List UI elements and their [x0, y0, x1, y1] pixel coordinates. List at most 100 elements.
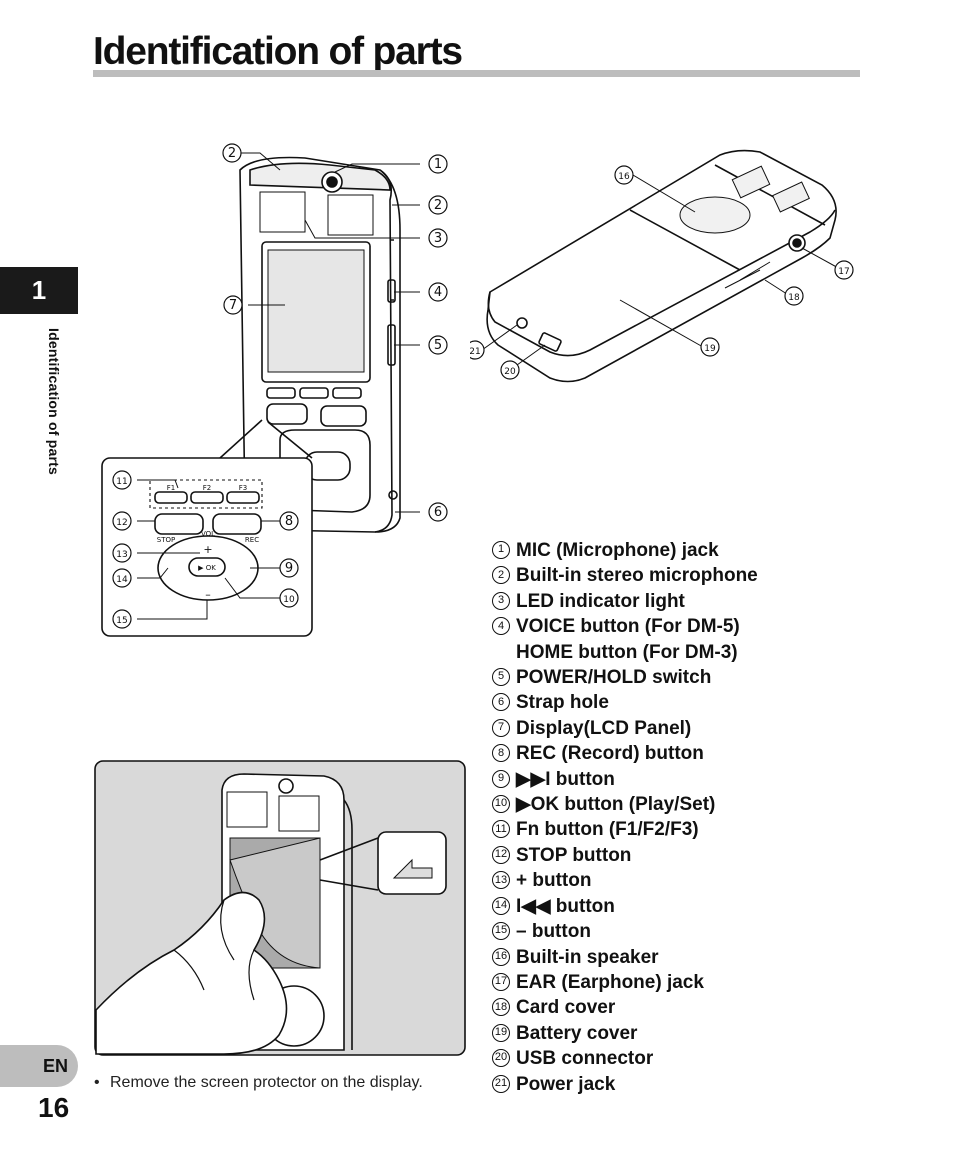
legend-desc: button — [567, 844, 632, 866]
callout-20: 20 — [504, 367, 516, 377]
legend-item: 13 + button — [492, 868, 932, 893]
legend-desc: Battery cover — [516, 1022, 638, 1044]
legend-number: 10 — [492, 795, 510, 814]
legend-number: 3 — [492, 591, 510, 610]
legend-item: 6 Strap hole — [492, 690, 932, 715]
callout-12: 12 — [116, 518, 127, 528]
callout-15: 15 — [116, 616, 127, 626]
legend-keyword: Fn — [516, 819, 540, 841]
legend-item: 18 Card cover — [492, 995, 932, 1020]
legend-desc: Strap hole — [516, 692, 609, 714]
legend-item: 8 REC (Record) button — [492, 741, 932, 766]
legend-desc: button — [550, 895, 615, 917]
legend-keyword: POWER/HOLD — [516, 667, 647, 689]
label-plus: + — [203, 543, 212, 556]
legend-item: 2 Built-in stereo microphone — [492, 563, 932, 588]
label-f2: F2 — [203, 484, 211, 492]
legend-desc: – button — [516, 921, 591, 943]
parts-legend: 1 MIC (Microphone) jack 2 Built-in stere… — [492, 538, 932, 1097]
legend-item: 14 I◀◀ button — [492, 894, 932, 919]
legend-desc: Display(LCD Panel) — [516, 717, 692, 739]
legend-number: 12 — [492, 845, 510, 864]
legend-item: 5 POWER/HOLD switch — [492, 665, 932, 690]
legend-keyword: REC — [516, 743, 557, 765]
legend-number: 1 — [492, 541, 510, 559]
label-minus: – — [205, 588, 211, 601]
legend-desc: (Earphone) jack — [556, 971, 704, 993]
callout-16: 16 — [618, 172, 630, 182]
callout-2b: 2 — [434, 198, 442, 213]
callout-4: 4 — [434, 285, 442, 300]
legend-keyword: STOP — [516, 844, 568, 866]
legend-number: 16 — [492, 947, 510, 966]
legend-number: 9 — [492, 769, 510, 788]
legend-number: 20 — [492, 1049, 510, 1068]
callout-9: 9 — [285, 561, 293, 576]
callout-3: 3 — [434, 231, 442, 246]
label-f1: F1 — [167, 484, 175, 492]
legend-keyword: HOME — [516, 641, 573, 663]
legend-number: 11 — [492, 820, 510, 839]
legend-number: 15 — [492, 922, 510, 941]
front-view-figure: 2 1 2 3 4 5 6 7 11 12 13 14 15 8 9 10 F1… — [101, 143, 448, 637]
legend-number: 8 — [492, 744, 510, 763]
legend-number: 19 — [492, 1023, 510, 1042]
legend-keyword: VOICE — [516, 616, 576, 638]
legend-desc: Power jack — [516, 1073, 616, 1095]
legend-item: 9 ▶▶I button — [492, 767, 932, 792]
callout-7: 7 — [229, 298, 237, 313]
legend-item: 17 EAR (Earphone) jack — [492, 970, 932, 995]
legend-number: 21 — [492, 1074, 510, 1093]
legend-item: 3 LED indicator light — [492, 589, 932, 614]
legend-item: 1 MIC (Microphone) jack — [492, 538, 932, 563]
legend-desc: (Record) button — [556, 743, 704, 765]
language-tab: EN — [0, 1045, 78, 1087]
legend-number: 2 — [492, 566, 510, 585]
legend-item: 4 VOICE button (For DM-5) HOME button (F… — [492, 614, 932, 665]
legend-item: 7 Display(LCD Panel) — [492, 716, 932, 741]
callout-21: 21 — [470, 347, 481, 357]
callout-11: 11 — [116, 477, 127, 487]
legend-keyword: MIC — [516, 540, 551, 561]
label-f3: F3 — [239, 484, 247, 492]
legend-item: 16 Built-in speaker — [492, 945, 932, 970]
chapter-tab: 1 — [0, 267, 78, 314]
callout-18: 18 — [788, 293, 800, 303]
legend-desc: Built-in speaker — [516, 946, 659, 968]
legend-number: 7 — [492, 718, 510, 737]
legend-item: 19 Battery cover — [492, 1021, 932, 1046]
legend-desc: Built-in stereo microphone — [516, 565, 758, 587]
legend-desc: button (For DM-5) — [575, 616, 740, 638]
callout-8: 8 — [285, 514, 293, 529]
legend-number: 6 — [492, 693, 510, 712]
caption-bullet: • — [94, 1074, 100, 1091]
legend-desc: USB connector — [516, 1048, 654, 1070]
label-rec: REC — [245, 536, 259, 544]
legend-number: 5 — [492, 668, 510, 687]
callout-5: 5 — [434, 338, 442, 353]
legend-desc: + button — [516, 870, 592, 892]
legend-desc: button — [550, 768, 615, 790]
legend-number: 4 — [492, 617, 510, 636]
legend-desc: Card cover — [516, 997, 616, 1019]
label-stop: STOP — [157, 536, 175, 544]
legend-desc: LED indicator light — [516, 590, 685, 612]
title-rule — [93, 70, 860, 77]
callout-6: 6 — [434, 505, 442, 520]
legend-item: 15 – button — [492, 919, 932, 944]
back-view-figure: 16 17 18 19 21 20 — [470, 149, 854, 383]
legend-item: 12 STOP button — [492, 843, 932, 868]
legend-number: 14 — [492, 896, 510, 915]
figure-caption: • Remove the screen protector on the dis… — [94, 1073, 454, 1093]
legend-item: 20 USB connector — [492, 1046, 932, 1071]
callout-1: 1 — [434, 157, 442, 172]
legend-item: 11 Fn button (F1/F2/F3) — [492, 817, 932, 842]
caption-text: Remove the screen protector on the displ… — [110, 1074, 423, 1091]
legend-desc: button (Play/Set) — [559, 794, 716, 816]
callout-13: 13 — [116, 550, 127, 560]
legend-item: 21 Power jack — [492, 1072, 932, 1097]
legend-number: 17 — [492, 972, 510, 991]
callout-19: 19 — [704, 344, 716, 354]
legend-keyword: EAR — [516, 971, 557, 993]
legend-keyword: ▶OK — [516, 794, 560, 816]
